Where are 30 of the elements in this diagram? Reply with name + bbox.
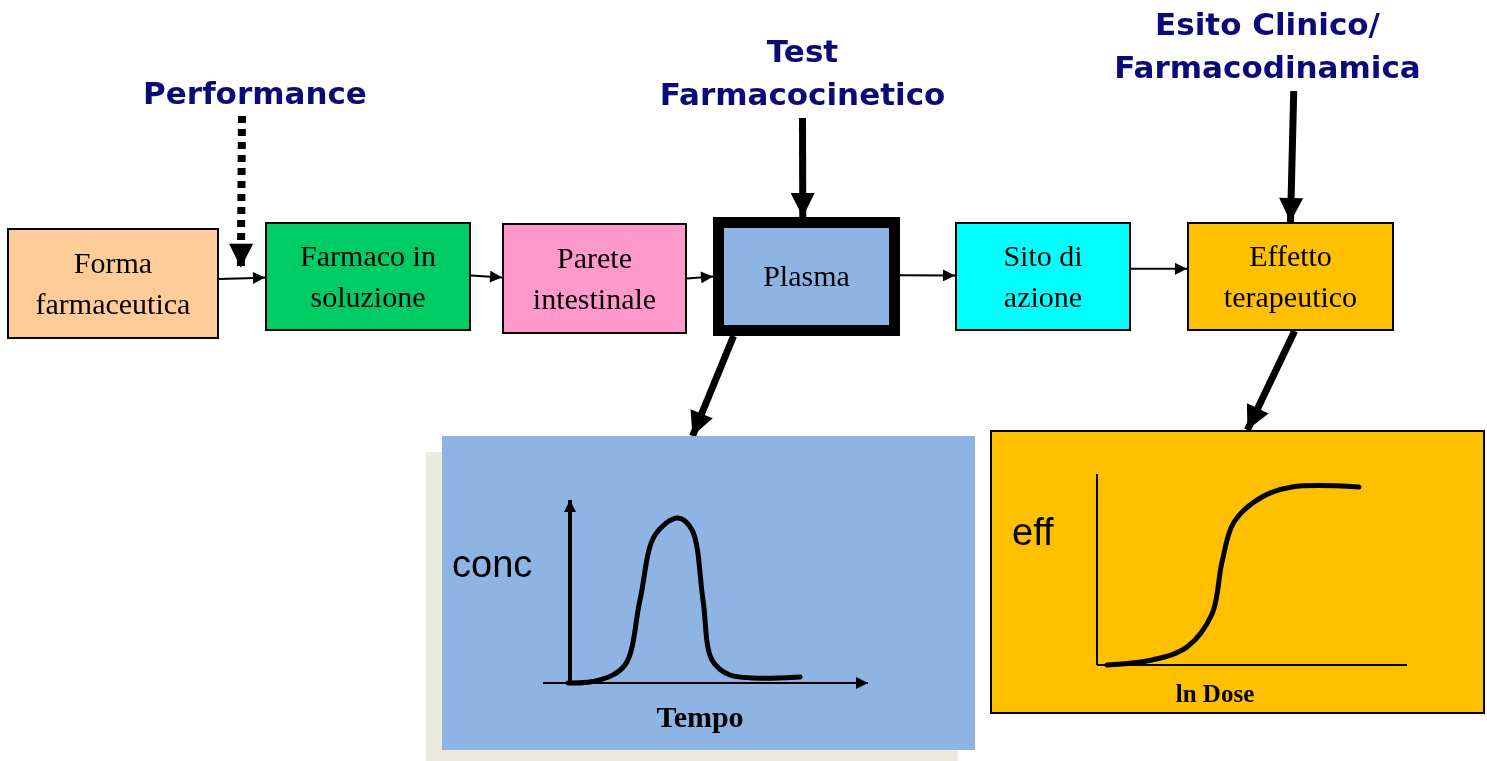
box-label: Forma farmaceutica <box>34 245 192 322</box>
annotation-label: Performance <box>125 72 385 116</box>
axis-label: ln Dose <box>1175 680 1255 708</box>
box-label: Plasma <box>763 258 850 295</box>
arrow <box>689 334 737 438</box>
annotation-label: Test Farmacocinetico <box>625 30 980 118</box>
arrow <box>1130 262 1188 275</box>
process-box <box>7 228 219 339</box>
arrow <box>218 272 266 284</box>
arrow <box>899 269 956 282</box>
process-box <box>265 222 471 331</box>
box-label: Effetto terapeutico <box>1222 238 1359 315</box>
process-box <box>955 222 1131 331</box>
process-box <box>713 217 900 336</box>
arrow <box>229 115 254 268</box>
arrow <box>1279 90 1304 223</box>
box-label: Parete intestinale <box>531 240 658 317</box>
axis-label: eff <box>1012 512 1054 554</box>
axis-label: conc <box>452 544 533 586</box>
arrow <box>1244 329 1298 432</box>
process-box <box>1187 222 1394 331</box>
process-box <box>502 223 687 334</box>
axis-label: Tempo <box>656 700 744 733</box>
chart-panel <box>990 430 1485 714</box>
box-label: Farmaco in soluzione <box>299 238 437 315</box>
arrow <box>686 271 714 284</box>
chart-panel <box>442 436 975 750</box>
box-label: Sito di azione <box>1002 238 1084 315</box>
annotation-label: Esito Clinico/ Farmacodinamica <box>1080 3 1455 91</box>
arrow <box>470 270 503 283</box>
